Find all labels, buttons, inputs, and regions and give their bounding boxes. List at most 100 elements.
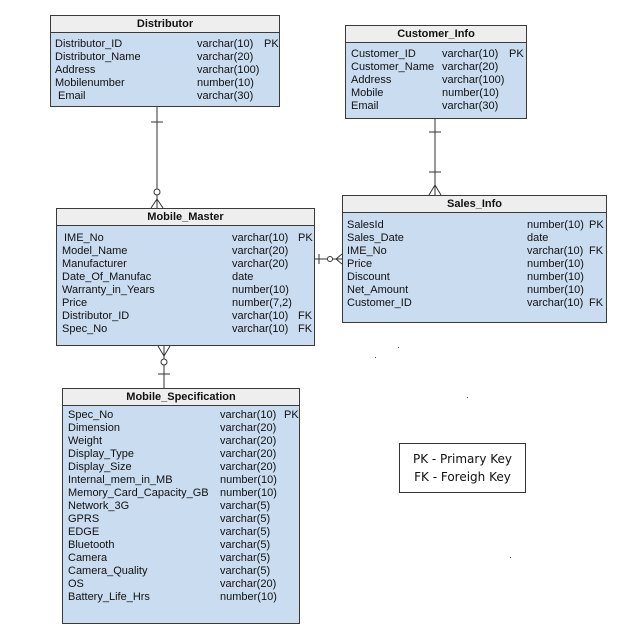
field-type: number(10) — [220, 487, 277, 499]
field-type: number(10) — [220, 474, 277, 486]
field-name: Customer_Name — [351, 61, 435, 73]
field-name: OS — [68, 578, 84, 590]
optional-circle-master-bottom — [160, 358, 168, 366]
field-type: varchar(5) — [220, 552, 271, 564]
field-type: varchar(10) — [232, 310, 289, 322]
field-type: varchar(20) — [442, 61, 499, 73]
optional-circle-mobile-master-top — [153, 188, 161, 196]
crowfoot-sales-left — [335, 253, 343, 265]
field-row: Date_Of_Manufac date — [57, 271, 314, 284]
field-name: Weight — [68, 435, 103, 447]
stray-dot — [398, 347, 399, 348]
field-key-badge: PK — [284, 409, 299, 421]
field-name: Distributor_Name — [55, 51, 141, 63]
field-row: GPRS varchar(5) — [63, 513, 299, 526]
field-type: number(10) — [527, 284, 584, 296]
entity-mobile-specification[interactable]: Mobile_Specification Spec_No varchar(10)… — [62, 388, 300, 624]
entity-distributor[interactable]: Distributor Distributor_ID varchar(10) P… — [50, 15, 280, 107]
field-name: SalesId — [347, 219, 384, 231]
field-key-badge: FK — [589, 297, 604, 309]
field-row: Distributor_Name varchar(20) — [51, 51, 279, 64]
field-type: number(7,2) — [232, 297, 292, 309]
entity-title: Customer_Info — [346, 26, 526, 43]
field-row: Mobilenumber number(10) — [51, 77, 279, 90]
field-name: Distributor_ID — [55, 38, 123, 50]
field-type: varchar(20) — [220, 435, 277, 447]
field-type: varchar(100) — [442, 74, 505, 86]
field-type: date — [232, 271, 254, 283]
field-name: Internal_mem_in_MB — [68, 474, 173, 486]
field-name: IME_No — [64, 232, 104, 244]
field-type: number(10) — [220, 591, 277, 603]
entity-sales-info[interactable]: Sales_Info SalesId number(10) PK Sales_D… — [342, 195, 607, 323]
field-row: Internal_mem_in_MB number(10) — [63, 474, 299, 487]
field-type: number(10) — [197, 77, 254, 89]
field-row: Sales_Date date — [343, 232, 606, 245]
field-row: Price number(10) — [343, 258, 606, 271]
field-name: Bluetooth — [68, 539, 115, 551]
field-name: Customer_ID — [347, 297, 412, 309]
field-name: Battery_Life_Hrs — [68, 591, 150, 603]
crowfoot-master-bottom — [157, 345, 171, 357]
entity-title: Sales_Info — [343, 196, 606, 213]
field-key-badge: PK — [264, 38, 279, 50]
stray-dot — [467, 397, 468, 398]
field-row: Customer_Name varchar(20) — [346, 61, 526, 74]
field-name: Discount — [347, 271, 390, 283]
field-row: Display_Size varchar(20) — [63, 461, 299, 474]
field-name: EDGE — [68, 526, 100, 538]
legend-fk: FK - Foreigh Key — [414, 470, 511, 484]
field-key-badge: PK — [298, 232, 313, 244]
field-name: IME_No — [347, 245, 387, 257]
field-type: varchar(100) — [197, 64, 260, 76]
field-type: varchar(30) — [197, 90, 254, 102]
legend-pk: PK - Primary Key — [412, 452, 512, 466]
entity-mobile-master[interactable]: Mobile_Master IME_No varchar(10) PK Mode… — [56, 208, 315, 346]
field-row: Address varchar(100) — [346, 74, 526, 87]
key-legend: PK - Primary Key FK - Foreigh Key — [399, 443, 526, 493]
field-name: Price — [62, 297, 88, 309]
field-type: varchar(20) — [197, 51, 254, 63]
field-name: Price — [347, 258, 373, 270]
field-name: GPRS — [68, 513, 100, 525]
field-row: Net_Amount number(10) — [343, 284, 606, 297]
field-row: Discount number(10) — [343, 271, 606, 284]
field-row: Weight varchar(20) — [63, 435, 299, 448]
field-row: Memory_Card_Capacity_GB number(10) — [63, 487, 299, 500]
field-row: Address varchar(100) — [51, 64, 279, 77]
field-type: varchar(10) — [220, 409, 277, 421]
field-row: IME_No varchar(10) PK — [57, 232, 314, 245]
field-name: Address — [351, 74, 392, 86]
field-type: varchar(20) — [220, 448, 277, 460]
field-key-badge: FK — [298, 310, 313, 322]
field-name: Memory_Card_Capacity_GB — [68, 487, 209, 499]
field-row: Email varchar(30) — [346, 100, 526, 113]
field-name: Manufacturer — [62, 258, 127, 270]
field-row: Email varchar(30) — [51, 90, 279, 103]
field-type: number(10) — [527, 271, 584, 283]
field-type: number(10) — [232, 284, 289, 296]
field-row: Camera_Quality varchar(5) — [63, 565, 299, 578]
crowfoot-mobile-master-top — [150, 198, 164, 209]
field-row: SalesId number(10) PK — [343, 219, 606, 232]
field-name: Email — [58, 90, 86, 102]
field-name: Spec_No — [68, 409, 114, 421]
field-type: varchar(20) — [220, 422, 277, 434]
field-row: Customer_ID varchar(10) FK — [343, 297, 606, 310]
field-name: Spec_No — [62, 323, 108, 335]
field-type: varchar(5) — [220, 526, 271, 538]
field-row: Dimension varchar(20) — [63, 422, 299, 435]
field-row: IME_No varchar(10) FK — [343, 245, 606, 258]
stray-dot — [375, 357, 376, 358]
field-name: Display_Type — [68, 448, 135, 460]
entity-customer-info[interactable]: Customer_Info Customer_ID varchar(10) PK… — [345, 25, 527, 119]
field-type: varchar(5) — [220, 500, 271, 512]
field-name: Camera_Quality — [68, 565, 148, 577]
field-row: Model_Name varchar(20) — [57, 245, 314, 258]
field-row: Warranty_in_Years number(10) — [57, 284, 314, 297]
field-row: Camera varchar(5) — [63, 552, 299, 565]
field-type: number(10) — [527, 219, 584, 231]
field-row: Distributor_ID varchar(10) PK — [51, 38, 279, 51]
